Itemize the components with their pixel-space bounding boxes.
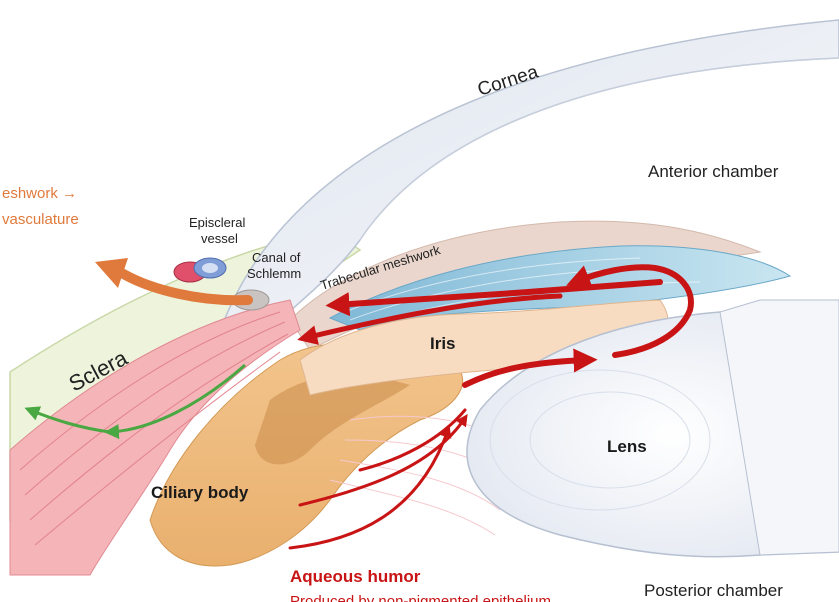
label-iris: Iris	[430, 334, 456, 353]
label-lens: Lens	[607, 437, 647, 456]
label-aqueous-sub: Produced by non-pigmented epithelium	[290, 593, 551, 602]
label-anterior-chamber: Anterior chamber	[648, 162, 779, 181]
label-episcleral-line1: Episcleral	[189, 215, 245, 230]
label-canal-line1: Canal of	[252, 250, 301, 265]
label-aqueous-humor: Aqueous humor	[290, 567, 421, 586]
label-ciliary-body: Ciliary body	[151, 483, 249, 502]
label-canal-line2: Schlemm	[247, 266, 301, 281]
label-outflow-line1: eshwork →	[2, 185, 77, 202]
label-outflow-line2: vasculature	[2, 211, 79, 228]
label-posterior-chamber: Posterior chamber	[644, 581, 783, 600]
label-episcleral-line2: vessel	[201, 231, 238, 246]
